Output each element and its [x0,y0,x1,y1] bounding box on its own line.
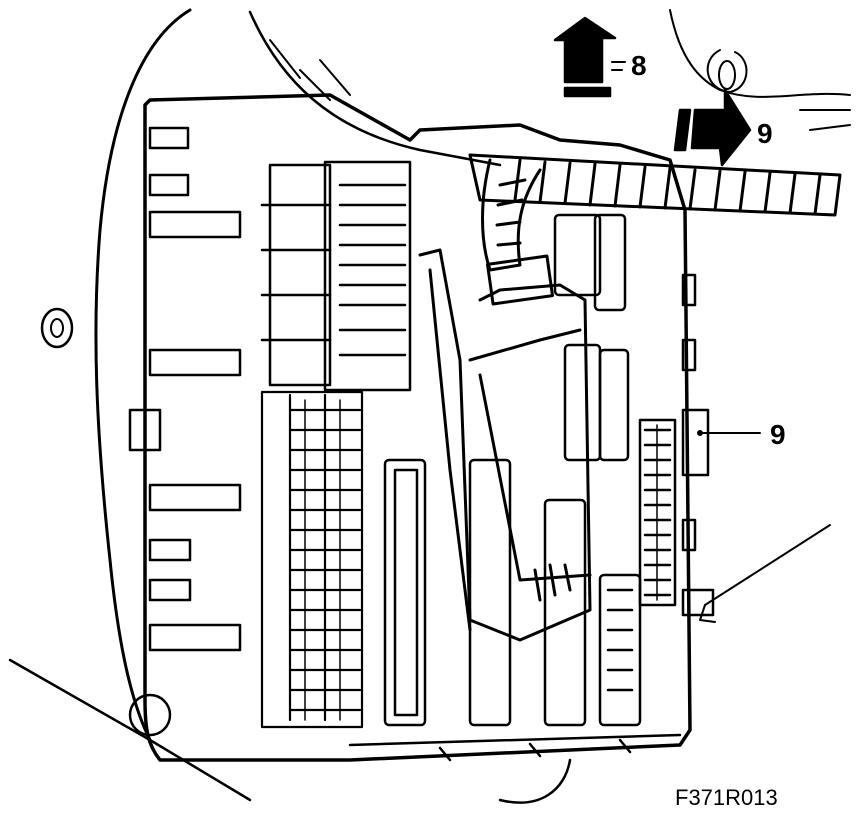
lower-right-pointer-line [705,525,830,605]
arrow-9-icon [675,90,750,165]
callout-label-8: 8 [631,50,647,81]
callout-label-9-top: 9 [757,118,773,149]
top-wiring-harness [470,155,840,215]
vehicle-body-outline [96,10,190,740]
right-top-panel [670,10,850,97]
left-tabs [130,128,240,650]
right-side-components [555,215,713,615]
top-harness-outline [250,12,500,165]
relay-slots [385,460,640,725]
figure-id: F371R013 [675,785,778,810]
fuse-grid [262,392,362,727]
mounting-hole [42,309,72,347]
main-connector [420,250,590,640]
upper-relay-block [262,162,410,390]
arrow-8-icon [555,18,625,96]
bottom-details [130,695,680,803]
callout-label-9-side: 9 [770,419,786,450]
wire-bundle [483,160,541,270]
fuse-box-housing [145,95,690,760]
